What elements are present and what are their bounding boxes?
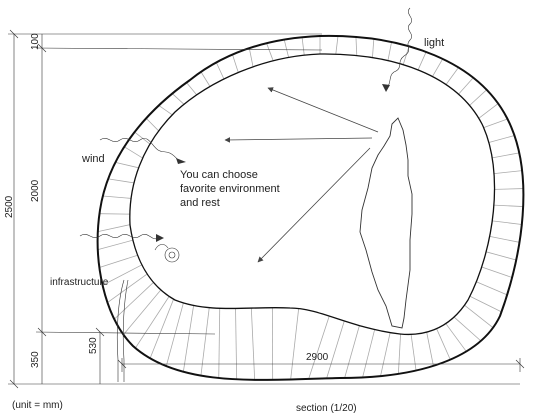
shell-rib [476, 281, 508, 296]
wind-wave-icon [79, 138, 186, 242]
shell-rib [458, 77, 474, 95]
label-unit: (unit = mm) [12, 400, 63, 411]
shell-rib [469, 295, 502, 313]
label-light: light [424, 37, 444, 49]
shell-rib [335, 35, 339, 55]
shell-rib [248, 48, 254, 67]
shell-rib [453, 316, 482, 342]
shell-rib [492, 152, 520, 159]
shell-rib [215, 62, 225, 80]
shell-rib [102, 264, 143, 286]
shell-rib [266, 43, 274, 61]
shell-ribs [97, 35, 524, 380]
shell-rib [326, 320, 345, 379]
shell-rib [158, 105, 173, 116]
shell-rib [124, 146, 143, 159]
label-infrastructure: infrastructure [50, 277, 109, 288]
infrastructure-pipe [116, 244, 180, 382]
shell-rib [97, 239, 134, 250]
shell-rib [232, 54, 239, 73]
shell-rib [107, 273, 148, 303]
shell-rib [483, 118, 508, 128]
shell-rib [344, 325, 360, 379]
shell-rib [135, 296, 170, 349]
shell-rib [493, 170, 523, 174]
shell-rib [489, 236, 520, 243]
shell-rib [186, 82, 197, 96]
shell-rib [402, 46, 410, 65]
shell-rib [283, 39, 290, 58]
shell-rib [172, 93, 185, 105]
shell-rib [97, 224, 131, 233]
shell-rib [250, 308, 256, 380]
shell-outer-outline [96, 34, 525, 381]
label-choose-line2: favorite environment [180, 183, 280, 195]
shell-rib [481, 266, 513, 278]
label-choose-line1: You can choose [180, 169, 258, 181]
shell-rib [301, 37, 305, 56]
shell-inner-outline [129, 53, 496, 336]
shell-rib [362, 329, 376, 378]
shell-rib [397, 334, 401, 374]
shell-rib [235, 308, 238, 380]
shell-rib [200, 307, 210, 376]
shell-rib [494, 188, 524, 190]
dim-350: 350 [30, 351, 41, 368]
dim-2000: 2000 [30, 179, 41, 202]
shell-rib [493, 204, 524, 207]
label-wind: wind [81, 153, 105, 165]
shell-rib [486, 251, 517, 261]
dim-2500: 2500 [4, 195, 15, 218]
shell-rib [182, 305, 195, 372]
shell-rib [488, 135, 515, 143]
light-wave-icon [382, 7, 412, 92]
shell-rib [478, 103, 499, 119]
shell-rib [145, 117, 159, 132]
shell-rib [114, 282, 154, 320]
dim-530: 530 [88, 337, 99, 354]
shell-rib [115, 162, 139, 169]
shell-rib [134, 131, 151, 145]
shell-rib [99, 254, 138, 268]
shell-rib [123, 289, 162, 335]
shell-rib [372, 38, 375, 58]
shell-rib [492, 220, 522, 225]
shell-rib [290, 308, 300, 380]
shell-rib [165, 302, 184, 367]
label-section: section (1/20) [296, 403, 357, 414]
shell-rib [200, 71, 211, 87]
shell-rib [464, 304, 494, 328]
shell-rib [417, 51, 427, 71]
shell-rib [387, 41, 392, 61]
shell-rib [432, 58, 444, 77]
human-figure-outline [359, 117, 413, 329]
shell-rib [380, 332, 391, 377]
shell-rib [469, 89, 487, 106]
shell-rib [149, 299, 174, 359]
label-choose-line3: and rest [180, 197, 220, 209]
shell-rib [426, 332, 434, 366]
shell-rib [102, 195, 132, 199]
shell-rib [436, 328, 451, 360]
shell-rib [445, 323, 467, 352]
left-dimension-lines [8, 29, 525, 389]
shell-rib [218, 308, 221, 379]
shell-rib [445, 67, 459, 85]
shell-rib [355, 36, 358, 56]
dim-2900: 2900 [306, 352, 329, 363]
dim-100: 100 [30, 33, 41, 50]
direction-arrows [224, 87, 379, 263]
shell-rib [108, 178, 135, 184]
shell-rib [308, 315, 330, 380]
shell-rib [410, 334, 417, 371]
